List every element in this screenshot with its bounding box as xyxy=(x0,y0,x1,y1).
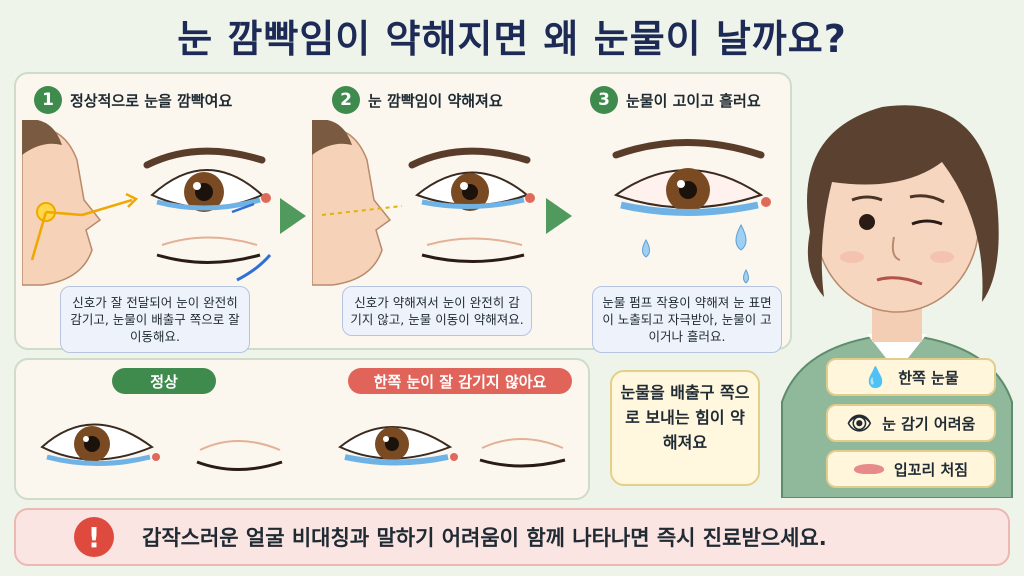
step-1-caption: 신호가 잘 전달되어 눈이 완전히 감기고, 눈물이 배출구 쪽으로 잘 이동해… xyxy=(60,286,250,353)
steps-panel: 1 정상적으로 눈을 깜빡여요 신호가 잘 전달되어 눈이 완전히 감기고, 눈… xyxy=(14,72,792,353)
step-1-header: 1 정상적으로 눈을 깜빡여요 xyxy=(34,86,232,114)
exclamation-icon: ! xyxy=(74,517,114,557)
step-3-number: 3 xyxy=(590,86,618,114)
step-1-illustration xyxy=(22,120,272,286)
symptom-label: 한쪽 눈물 xyxy=(898,368,959,387)
step-2-header: 2 눈 깜빡임이 약해져요 xyxy=(332,86,503,114)
step-2-caption: 신호가 약해져서 눈이 완전히 감기지 않고, 눈물 이동이 약해져요. xyxy=(342,286,532,336)
tear-drop-icon: 💧 xyxy=(863,365,889,389)
step-2-number: 2 xyxy=(332,86,360,114)
step-1-number: 1 xyxy=(34,86,62,114)
abnormal-label: 한쪽 눈이 잘 감기지 않아요 xyxy=(348,368,572,394)
normal-label: 정상 xyxy=(112,368,216,394)
page-title: 눈 깜빡임이 약해지면 왜 눈물이 날까요? xyxy=(177,17,847,61)
step-2-illustration xyxy=(312,120,535,286)
step-3-illustration xyxy=(612,139,771,284)
symptom-label: 눈 감기 어려움 xyxy=(882,414,976,433)
comparison-panel: 정상 한쪽 눈이 잘 감기지 않아요 xyxy=(14,358,590,500)
step-3-title: 눈물이 고이고 흘러요 xyxy=(626,91,761,110)
symptom-label: 입꼬리 처짐 xyxy=(893,460,969,479)
explanation-bubble: 눈물을 배출구 쪽으로 보내는 힘이 약해져요 xyxy=(610,370,760,486)
symptom-eye-closing: 👁 눈 감기 어려움 xyxy=(826,404,996,442)
lips-icon xyxy=(853,464,884,474)
normal-eyes-illustration xyxy=(40,423,283,471)
step-3-caption: 눈물 펌프 작용이 약해져 눈 표면이 노출되고 자극받아, 눈물이 고이거나 … xyxy=(592,286,782,353)
step-2-title: 눈 깜빡임이 약해져요 xyxy=(368,91,503,110)
step-1-title: 정상적으로 눈을 깜빡여요 xyxy=(70,91,233,110)
step-3-header: 3 눈물이 고이고 흘러요 xyxy=(590,86,761,114)
abnormal-eyes-illustration xyxy=(338,426,566,468)
symptom-tearing: 💧 한쪽 눈물 xyxy=(826,358,996,396)
warning-text: 갑작스러운 얼굴 비대칭과 말하기 어려움이 함께 나타나면 즉시 진료받으세요… xyxy=(142,526,827,550)
arrow-right-icon xyxy=(280,198,306,234)
warning-banner: ! 갑작스러운 얼굴 비대칭과 말하기 어려움이 함께 나타나면 즉시 진료받으… xyxy=(14,508,1010,566)
eye-icon: 👁 xyxy=(846,411,873,435)
arrow-right-icon xyxy=(546,198,572,234)
symptom-mouth-droop: 입꼬리 처짐 xyxy=(826,450,996,488)
